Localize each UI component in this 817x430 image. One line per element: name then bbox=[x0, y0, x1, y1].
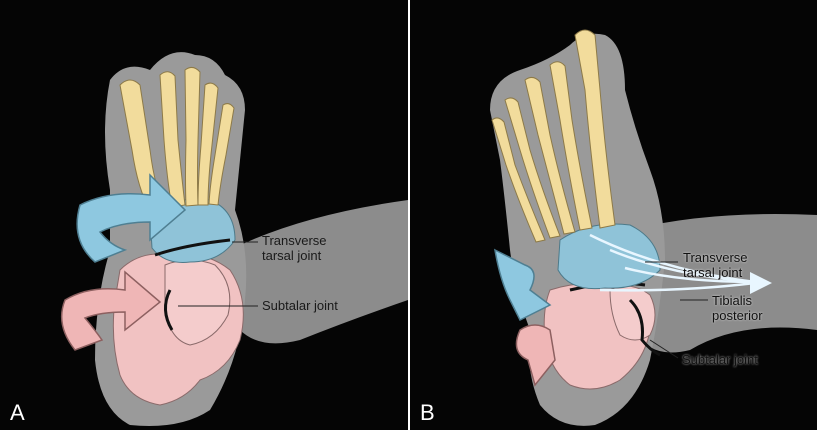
label-tibialis-posterior-b: Tibialis posterior bbox=[712, 293, 763, 323]
panel-a-illustration bbox=[0, 0, 408, 430]
panel-letter-b: B bbox=[420, 400, 435, 426]
label-transverse-tarsal-b: Transverse tarsal joint bbox=[683, 250, 748, 280]
leg-skin bbox=[230, 200, 408, 343]
panel-letter-a: A bbox=[10, 400, 25, 426]
label-transverse-tarsal-a: Transverse tarsal joint bbox=[262, 233, 327, 263]
label-subtalar-a: Subtalar joint bbox=[262, 298, 338, 313]
panel-b: Transverse tarsal joint Tibialis posteri… bbox=[410, 0, 817, 430]
label-subtalar-b: Subtalar joint bbox=[682, 352, 758, 367]
panel-a: Transverse tarsal joint Subtalar joint A bbox=[0, 0, 408, 430]
